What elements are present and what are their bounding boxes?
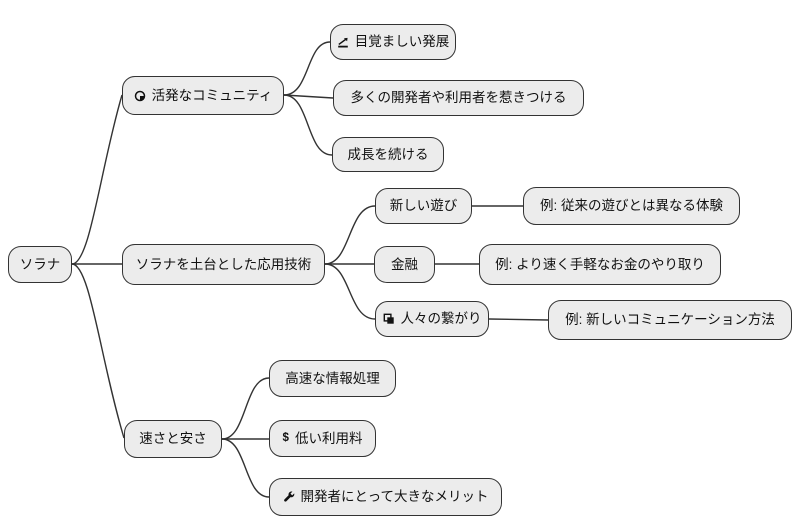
node-label: 多くの開発者や利用者を惹きつける xyxy=(350,90,567,106)
edge-speed-fast xyxy=(221,377,270,440)
edge-applications-games xyxy=(324,205,376,265)
node-label: 例: より速く手軽なお金のやり取り xyxy=(495,256,705,272)
chart-line-icon xyxy=(337,36,349,48)
node-low-fees: $ 低い利用料 xyxy=(269,420,376,457)
dollar-icon: $ xyxy=(282,431,289,444)
node-active-community: 活発なコミュニティ xyxy=(122,76,284,115)
edge-root-community xyxy=(71,94,123,265)
node-label: 開発者にとって大きなメリット xyxy=(300,489,489,505)
node-solana: ソラナ xyxy=(8,246,72,283)
node-speed-and-cost: 速さと安さ xyxy=(124,420,222,458)
node-label: 活発なコミュニティ xyxy=(151,87,273,103)
node-label: 例: 新しいコミュニケーション方法 xyxy=(565,312,775,328)
edge-community-continues xyxy=(283,94,333,156)
node-attracts-developers-users: 多くの開発者や利用者を惹きつける xyxy=(333,80,584,116)
node-label: ソラナ xyxy=(19,256,61,272)
edge-people-example xyxy=(488,318,549,321)
node-label: 目覚ましい発展 xyxy=(354,34,450,50)
node-people-connections: 人々の繋がり xyxy=(375,301,489,337)
node-label: 金融 xyxy=(391,256,418,272)
node-label: 人々の繋がり xyxy=(400,311,482,327)
node-label: 速さと安さ xyxy=(139,431,207,447)
overlapping-squares-icon xyxy=(383,313,395,325)
node-label: 例: 従来の遊びとは異なる体験 xyxy=(539,198,723,214)
node-example-finance: 例: より速く手軽なお金のやり取り xyxy=(479,244,721,285)
node-label: 高速な情報処理 xyxy=(285,370,380,386)
edge-root-speed xyxy=(71,263,125,439)
node-label: ソラナを土台とした応用技術 xyxy=(135,256,312,272)
node-finance: 金融 xyxy=(374,246,435,283)
pie-circle-icon xyxy=(134,90,146,102)
node-fast-processing: 高速な情報処理 xyxy=(269,360,396,397)
node-developer-merit: 開発者にとって大きなメリット xyxy=(269,478,502,516)
node-remarkable-growth: 目覚ましい発展 xyxy=(330,24,456,60)
node-label: 低い利用料 xyxy=(294,430,363,446)
node-example-connections: 例: 新しいコミュニケーション方法 xyxy=(548,300,792,340)
edge-community-growth xyxy=(283,41,331,96)
edge-applications-people xyxy=(324,263,376,320)
node-example-new-games: 例: 従来の遊びとは異なる体験 xyxy=(523,187,740,225)
edge-speed-merit xyxy=(221,438,270,498)
wrench-icon xyxy=(283,491,295,503)
node-applications-on-solana: ソラナを土台とした応用技術 xyxy=(122,244,325,285)
node-new-games: 新しい遊び xyxy=(375,188,472,224)
edge-community-attract xyxy=(283,94,334,99)
node-label: 成長を続ける xyxy=(347,146,429,162)
node-continues-growing: 成長を続ける xyxy=(332,137,444,172)
node-label: 新しい遊び xyxy=(389,198,458,214)
